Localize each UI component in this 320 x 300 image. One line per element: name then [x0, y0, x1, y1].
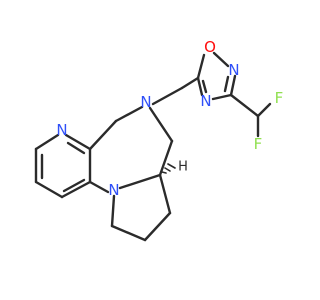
bond-pr-c2-c3 — [110, 224, 147, 242]
pyrrolidine-ring — [110, 163, 176, 242]
bond-ox-n2-c3 — [229, 74, 237, 97]
atom-f-top: F — [275, 89, 284, 107]
linker — [151, 76, 200, 106]
bond-chf2-f-top — [256, 102, 272, 118]
bond-ox-double-2 — [201, 79, 208, 94]
bond-py-c3-c4 — [60, 180, 92, 199]
atom-n-oxadiazole-bottom: N — [200, 92, 211, 110]
bond-py-c2-c3 — [34, 180, 64, 199]
pyridine-ring — [34, 133, 92, 199]
bond-c3-chf2 — [229, 93, 260, 118]
difluoromethyl-group — [229, 93, 272, 138]
atom-labels: N N N O N N F F H — [56, 38, 283, 199]
atom-h-stereo: H — [178, 160, 188, 175]
bond-py-double-2 — [62, 178, 86, 193]
bond-ox-c5-o — [196, 53, 206, 80]
bond-pr-c1-c2 — [143, 211, 172, 242]
bond-dz-c4-npyr — [88, 180, 110, 194]
atom-o-oxadiazole: O — [204, 38, 216, 56]
atom-n-pyridine: N — [56, 121, 67, 139]
stereo-hash-1 — [161, 171, 167, 174]
bond-dz-ch2-n — [114, 105, 144, 123]
atom-f-bottom: F — [254, 135, 263, 153]
bond-ox-double-1 — [223, 75, 230, 93]
bond-ox-c3-n4 — [211, 93, 233, 101]
bond-dz-ch2-ch — [158, 139, 174, 177]
bond-dz-c5-ch2 — [88, 119, 118, 151]
oxadiazole-ring — [196, 51, 237, 101]
atom-n-oxadiazole-top: N — [228, 61, 239, 79]
bond-pr-c3-n — [110, 194, 116, 228]
bond-n-linker — [151, 86, 184, 106]
atom-n-pyrrolidine: N — [108, 181, 119, 199]
bond-pr-n-ch — [118, 173, 162, 190]
molecule-structure: N N N O N N F F H — [34, 38, 283, 242]
bond-py-c5-n — [64, 133, 92, 151]
bond-py-double-3 — [66, 141, 86, 155]
stereo-hash-3 — [167, 163, 176, 169]
bond-ox-o-n2 — [212, 51, 230, 68]
bond-ox-n4-c5 — [196, 76, 204, 97]
bond-pr-ch-c1 — [158, 173, 172, 215]
atom-n-diazepine: N — [140, 93, 151, 111]
bond-linker-oxadiazole — [180, 76, 200, 90]
bond-py-n-c1 — [34, 133, 60, 151]
stereo-hash-2 — [164, 167, 171, 172]
bond-dz-n-ch2 — [148, 106, 174, 143]
diazepine-ring — [88, 105, 174, 194]
